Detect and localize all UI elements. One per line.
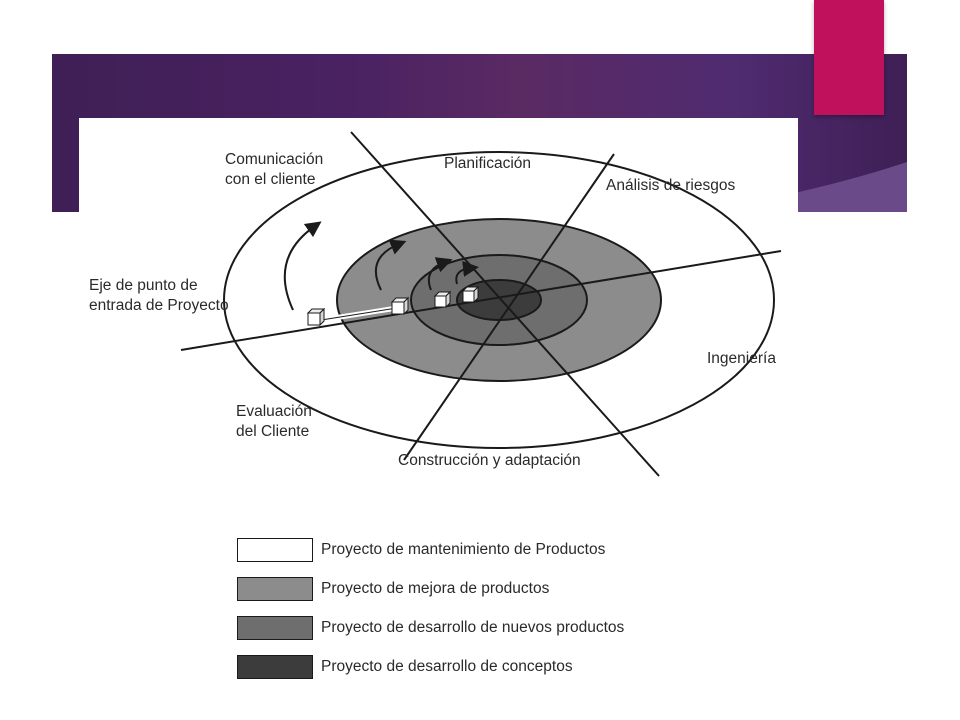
label-planificacion: Planificación xyxy=(444,155,532,172)
legend-swatch xyxy=(237,577,313,601)
label-evaluacion: Evaluación del Cliente xyxy=(236,403,312,440)
legend-item-nuevos: Proyecto de desarrollo de nuevos product… xyxy=(237,615,624,641)
label-entrada: Eje de punto de entrada de Proyecto xyxy=(89,277,229,314)
spiral-diagram xyxy=(180,131,782,477)
cube-1 xyxy=(306,307,326,327)
legend-item-mejora: Proyecto de mejora de productos xyxy=(237,576,549,602)
axis-line-3 xyxy=(180,250,782,351)
legend-item-mantenimiento: Proyecto de mantenimiento de Productos xyxy=(237,537,605,563)
legend-item-conceptos: Proyecto de desarrollo de conceptos xyxy=(237,654,573,680)
arrow-curve-1 xyxy=(283,221,322,311)
cube-3 xyxy=(433,290,452,309)
arrow-curve-2 xyxy=(374,239,407,291)
arrow-curve-4 xyxy=(455,260,479,285)
label-ingenieria: Ingeniería xyxy=(707,350,776,367)
arrow-curve-3 xyxy=(427,257,453,291)
legend-swatch xyxy=(237,655,313,679)
label-construccion: Construcción y adaptación xyxy=(398,452,581,469)
legend-swatch xyxy=(237,538,313,562)
cube-2 xyxy=(390,296,410,316)
cube-4 xyxy=(461,285,480,304)
axis-line-2 xyxy=(403,153,615,461)
legend-label: Proyecto de desarrollo de nuevos product… xyxy=(321,619,625,636)
legend-label: Proyecto de mejora de productos xyxy=(321,580,550,597)
axis-line-1 xyxy=(350,131,660,477)
label-analisis: Análisis de riesgos xyxy=(606,177,736,194)
legend-label: Proyecto de mantenimiento de Productos xyxy=(321,541,606,558)
legend-label: Proyecto de desarrollo de conceptos xyxy=(321,658,573,675)
spiral-model-figure: Comunicación con el cliente Planificació… xyxy=(79,118,798,688)
banner-decoration xyxy=(697,152,907,212)
legend-swatch xyxy=(237,616,313,640)
label-comunicacion: Comunicación con el cliente xyxy=(225,151,324,188)
accent-block xyxy=(814,0,884,115)
